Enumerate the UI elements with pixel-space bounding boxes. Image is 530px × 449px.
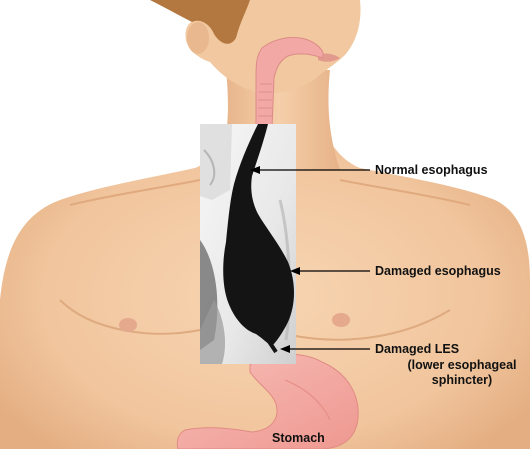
- xray-panel: [200, 124, 296, 364]
- label-normal-esophagus: Normal esophagus: [375, 163, 488, 178]
- label-damaged-les: Damaged LES: [375, 342, 459, 357]
- label-les-full-name: (lower esophageal sphincter): [392, 358, 530, 388]
- label-damaged-esophagus: Damaged esophagus: [375, 264, 501, 279]
- label-stomach: Stomach: [272, 431, 325, 446]
- left-nipple: [119, 318, 137, 332]
- right-nipple: [332, 313, 350, 327]
- ear: [187, 22, 209, 54]
- les-full-name-line2: sphincter): [432, 373, 492, 387]
- les-full-name-line1: (lower esophageal: [407, 358, 516, 372]
